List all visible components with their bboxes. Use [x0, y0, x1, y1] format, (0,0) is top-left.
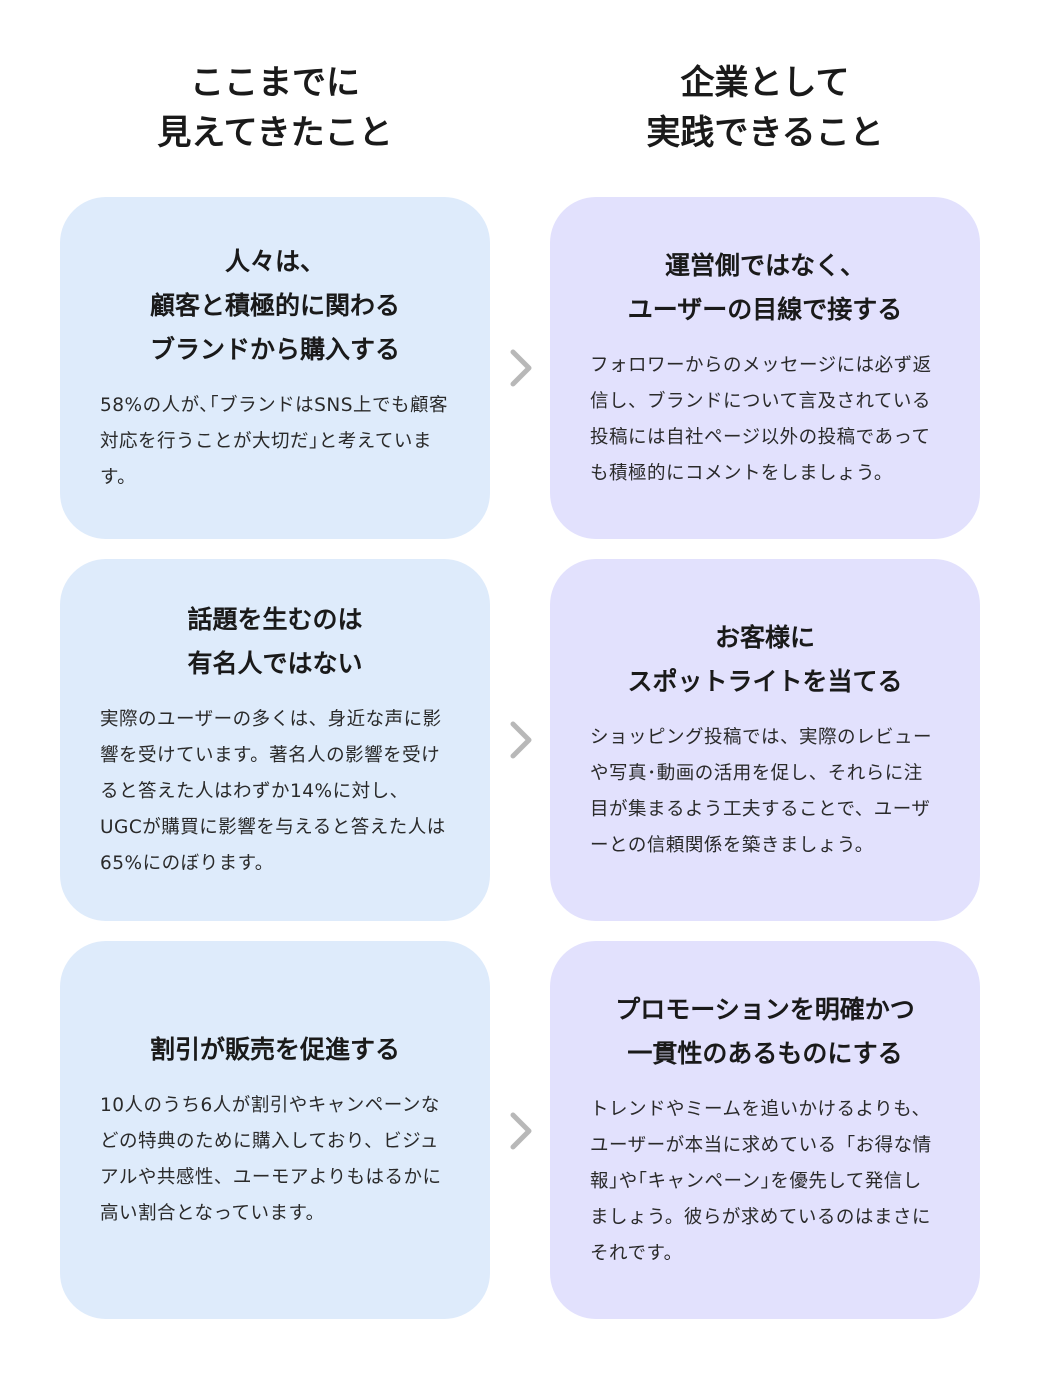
card-title: 割引が販売を促進する — [100, 1028, 450, 1072]
card-title: 人々は、 顧客と積極的に関わる ブランドから購入する — [100, 240, 450, 372]
finding-card-3: 割引が販売を促進する 10人のうち6人が割引やキャンペーンなどの特典のために購入… — [60, 941, 490, 1319]
card-title-line: ブランドから購入する — [149, 335, 400, 364]
heading-line: 見えてきたこと — [157, 113, 393, 153]
card-title-line: プロモーションを明確かつ — [615, 995, 915, 1024]
card-title-line: スポットライトを当てる — [627, 667, 903, 696]
column-heading-findings: ここまでに 見えてきたこと — [60, 58, 490, 158]
card-title: 運営側ではなく、 ユーザーの目線で接する — [590, 244, 940, 332]
chevron-right-icon — [505, 720, 535, 760]
card-title-line: 話題を生むのは — [187, 605, 363, 634]
heading-line: 企業として — [680, 63, 850, 103]
card-title: プロモーションを明確かつ 一貫性のあるものにする — [590, 988, 940, 1076]
card-body: 実際のユーザーの多くは、身近な声に影響を受けています。著名人の影響を受けると答え… — [100, 709, 446, 874]
chevron-right-icon — [505, 348, 535, 388]
finding-card-1: 人々は、 顧客と積極的に関わる ブランドから購入する 58%の人が､｢ブランドは… — [60, 197, 490, 539]
chevron-right-icon — [505, 1111, 535, 1151]
card-body: フォロワーからのメッセージには必ず返信し、ブランドについて言及されている投稿には… — [590, 355, 932, 484]
action-card-2: お客様に スポットライトを当てる ショッピング投稿では、実際のレビューや写真･動… — [550, 559, 980, 921]
card-title-line: 顧客と積極的に関わる — [149, 291, 400, 320]
heading-line: ここまでに — [190, 63, 360, 103]
card-title-line: 有名人ではない — [187, 649, 363, 678]
card-title-line: 割引が販売を促進する — [149, 1035, 400, 1064]
column-heading-actions: 企業として 実践できること — [550, 58, 980, 158]
card-body: 58%の人が､｢ブランドはSNS上でも顧客対応を行うことが大切だ｣と考えています… — [100, 395, 448, 488]
card-title-line: 一貫性のあるものにする — [627, 1039, 903, 1068]
card-title-line: ユーザーの目線で接する — [627, 295, 903, 324]
card-title-line: お客様に — [714, 623, 815, 652]
card-title-line: 人々は、 — [224, 247, 325, 276]
action-card-1: 運営側ではなく、 ユーザーの目線で接する フォロワーからのメッセージには必ず返信… — [550, 197, 980, 539]
card-body: トレンドやミームを追いかけるよりも、ユーザーが本当に求めている「お得な情報｣や｢… — [590, 1099, 932, 1264]
heading-line: 実践できること — [646, 113, 884, 153]
card-body: ショッピング投稿では、実際のレビューや写真･動画の活用を促し、それらに注目が集ま… — [590, 727, 933, 856]
card-title-line: 運営側ではなく、 — [664, 251, 865, 280]
action-card-3: プロモーションを明確かつ 一貫性のあるものにする トレンドやミームを追いかけるよ… — [550, 941, 980, 1319]
finding-card-2: 話題を生むのは 有名人ではない 実際のユーザーの多くは、身近な声に影響を受けてい… — [60, 559, 490, 921]
card-title: お客様に スポットライトを当てる — [590, 616, 940, 704]
card-body: 10人のうち6人が割引やキャンペーンなどの特典のために購入しており、ビジュアルや… — [100, 1095, 442, 1224]
card-title: 話題を生むのは 有名人ではない — [100, 598, 450, 686]
